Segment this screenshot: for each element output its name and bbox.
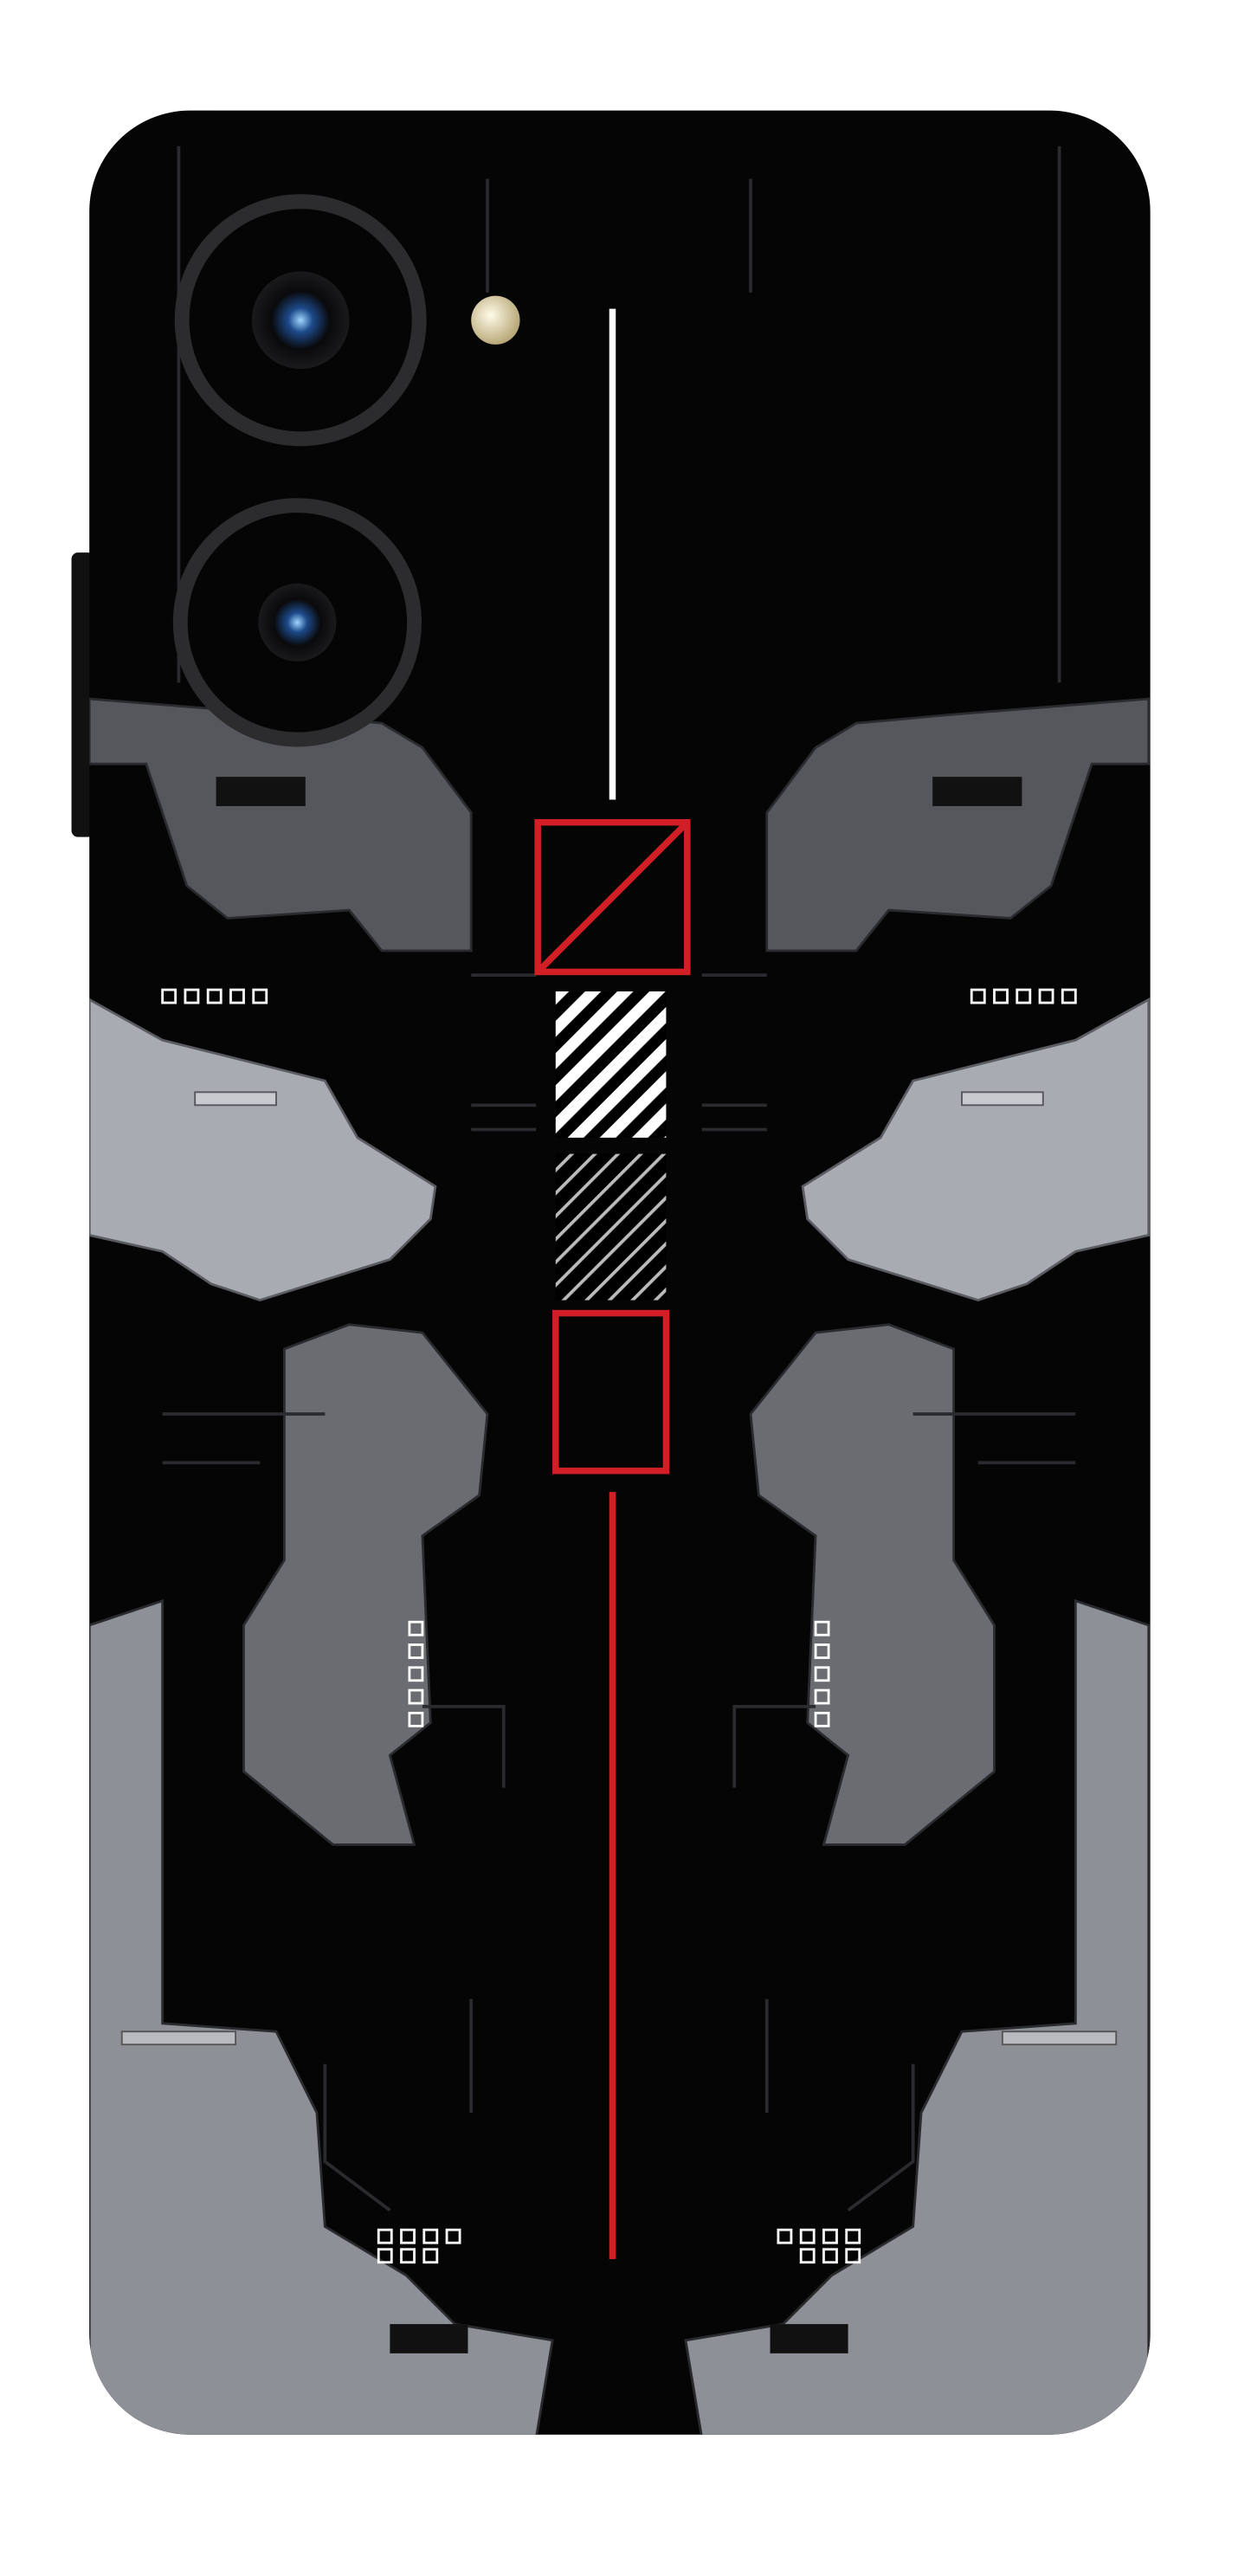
flash-icon xyxy=(471,295,520,345)
side-button xyxy=(71,552,94,837)
red-square-diagonal xyxy=(534,818,691,976)
red-square-outline xyxy=(552,1309,670,1475)
camera-lens-icon xyxy=(258,583,337,662)
hatch-block-gray xyxy=(555,1153,667,1301)
camera-lens-icon xyxy=(251,271,350,370)
hatch-block-white xyxy=(555,991,667,1138)
